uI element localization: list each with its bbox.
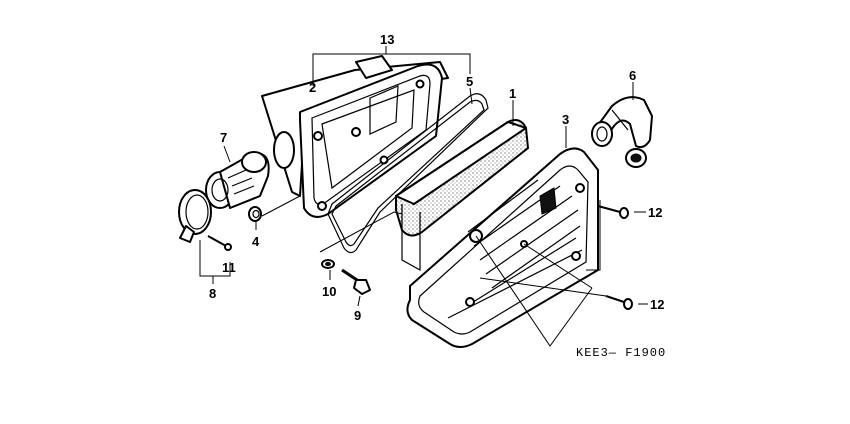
air-filter-element <box>395 119 530 272</box>
diagram-code: KEE3— F1900 <box>576 346 666 360</box>
flange-bolt <box>341 268 371 295</box>
callout-12-upper: 12 <box>648 205 662 220</box>
callout-7: 7 <box>220 130 227 145</box>
callout-2: 2 <box>309 80 316 95</box>
air-cleaner-cover <box>406 147 599 348</box>
callout-12-lower: 12 <box>650 297 664 312</box>
breather-tube <box>591 96 653 168</box>
callout-13: 13 <box>380 32 394 47</box>
callout-5: 5 <box>466 74 473 89</box>
washer <box>321 259 335 269</box>
callout-3: 3 <box>562 112 569 127</box>
cover-screw-lower <box>605 295 633 310</box>
leader-lines <box>199 46 648 347</box>
air-cleaner-case <box>261 55 449 218</box>
tube-band <box>178 189 212 243</box>
callout-9: 9 <box>354 308 361 323</box>
callout-6: 6 <box>629 68 636 83</box>
callout-4: 4 <box>252 234 260 249</box>
callout-10: 10 <box>322 284 336 299</box>
callout-11: 11 <box>222 260 236 275</box>
cover-screw-upper <box>597 205 629 219</box>
gasket <box>327 93 489 254</box>
grommet <box>248 206 262 222</box>
callout-8: 8 <box>209 286 216 301</box>
callout-labels: 13 2 5 1 3 6 7 4 11 8 10 9 12 12 <box>209 32 664 323</box>
band-screw <box>207 235 232 251</box>
callout-1: 1 <box>509 86 516 101</box>
connecting-tube <box>205 151 270 209</box>
